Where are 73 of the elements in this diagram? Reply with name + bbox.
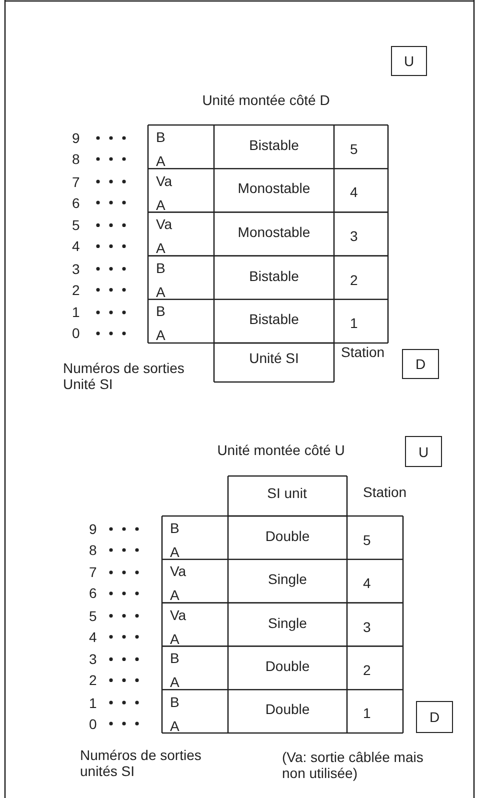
station-number: 3	[363, 618, 371, 634]
station-number: 3	[350, 228, 358, 244]
unit-type: Bistable	[249, 136, 299, 153]
output-number: 5	[89, 608, 97, 624]
output-number: 2	[72, 282, 80, 298]
unit-type: Monostable	[238, 224, 310, 240]
output-number: 5	[72, 217, 80, 234]
station-number: 5	[350, 140, 358, 157]
side-marker-box: U	[391, 46, 427, 76]
unit-type: Single	[268, 571, 307, 588]
output-number: 9	[89, 521, 97, 537]
output-number: 1	[89, 694, 97, 711]
station-number: 1	[363, 705, 371, 722]
station-number: 4	[363, 575, 371, 592]
output-letter: A	[156, 240, 166, 256]
output-letter: B	[170, 650, 180, 666]
output-letter: A	[170, 587, 180, 604]
output-letter: A	[170, 544, 180, 560]
unit-type: Monostable	[238, 180, 310, 196]
output-number: 4	[89, 628, 97, 645]
output-letter: Va	[156, 216, 172, 232]
caption-text: Numéros de sorties unités SI	[80, 747, 202, 779]
station-number: 1	[350, 315, 358, 332]
column-header: Unité SI	[249, 350, 299, 366]
caption-text: Numéros de sorties Unité SI	[63, 360, 186, 392]
column-header: SI unit	[267, 485, 307, 501]
output-letter: Va	[170, 606, 186, 623]
output-number: 6	[72, 194, 80, 211]
unit-type: Bistable	[249, 311, 299, 328]
output-letter: B	[170, 694, 180, 710]
column-header: Station	[363, 484, 407, 500]
output-number: 0	[89, 716, 97, 732]
output-number: 6	[89, 585, 97, 602]
output-number: 2	[89, 672, 97, 688]
output-letter: A	[156, 284, 166, 300]
output-letter: A	[170, 718, 180, 734]
output-number: 3	[72, 260, 80, 277]
unit-type: Bistable	[249, 268, 299, 284]
unit-type: Double	[265, 658, 310, 674]
output-number: 9	[72, 130, 80, 146]
output-letter: A	[156, 196, 166, 213]
output-letter: A	[156, 153, 166, 169]
panel-title: Unité montée côté U	[217, 442, 345, 458]
note-text: (Va: sortie câblée mais non utilisée)	[282, 749, 424, 781]
output-letter: A	[156, 327, 166, 344]
output-number: 0	[72, 325, 80, 342]
side-marker-box: D	[416, 701, 453, 733]
output-letter: B	[156, 129, 166, 145]
output-number: 3	[89, 651, 97, 668]
unit-type: Double	[265, 528, 310, 544]
side-marker-box: D	[402, 349, 439, 379]
panel-title: Unité montée côté D	[202, 92, 330, 108]
side-marker-box: U	[405, 436, 442, 467]
unit-type: Double	[265, 701, 310, 718]
station-number: 4	[350, 184, 358, 200]
output-letter: Va	[170, 563, 186, 580]
output-letter: Va	[156, 172, 172, 189]
station-number: 2	[363, 662, 371, 678]
output-letter: A	[170, 674, 180, 690]
unit-type: Single	[268, 614, 307, 630]
output-number: 8	[89, 542, 97, 558]
station-number: 5	[363, 532, 371, 548]
station-number: 2	[350, 272, 358, 288]
output-letter: B	[170, 520, 180, 536]
output-number: 1	[72, 304, 80, 320]
output-number: 7	[72, 174, 80, 190]
output-letter: B	[156, 260, 166, 276]
output-letter: A	[170, 630, 180, 647]
output-letter: B	[156, 303, 166, 320]
column-header: Station	[341, 344, 385, 360]
output-number: 8	[72, 151, 80, 167]
output-number: 4	[72, 238, 80, 254]
output-number: 7	[89, 564, 97, 580]
